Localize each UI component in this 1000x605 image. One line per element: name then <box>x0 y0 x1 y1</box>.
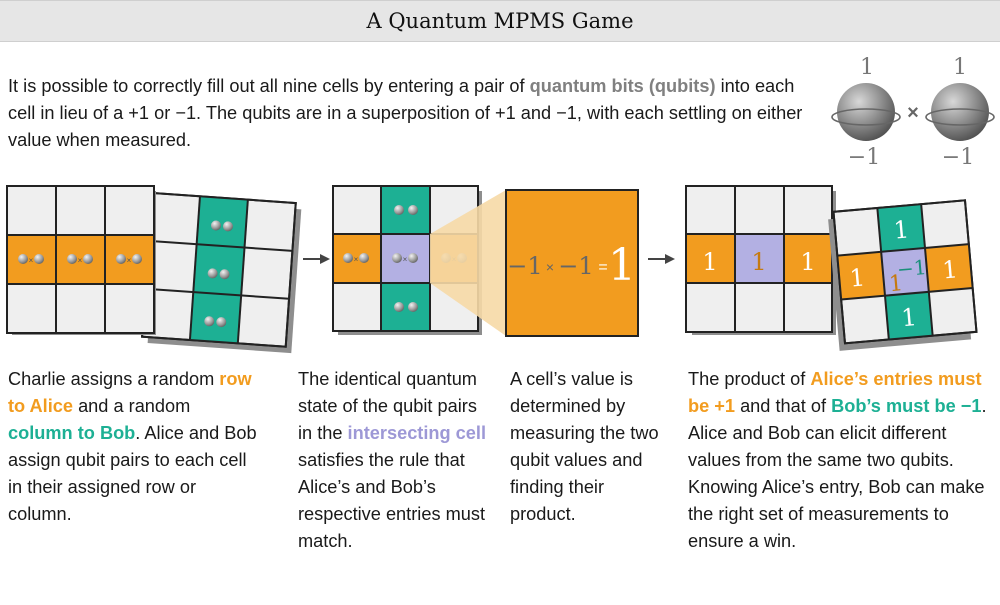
caption-text: The identical quantum state of the qubit… <box>298 369 477 443</box>
arrow-icon <box>648 254 675 264</box>
legend-top-value-right: 1 <box>953 55 967 80</box>
legend-operator: × <box>907 102 919 124</box>
panel-1-bob-grid <box>140 191 302 354</box>
legend-bottom-value-left: −1 <box>848 145 880 170</box>
qubit-pair-icon <box>394 205 418 215</box>
bob-highlight: column to Bob <box>8 423 136 443</box>
caption-text: . Alice and Bob can elicit different val… <box>688 396 987 551</box>
qubit-pair-icon: × <box>67 254 93 265</box>
legend-bottom-value-right: −1 <box>942 145 974 170</box>
intro-text-part: It is possible to correctly fill out all… <box>8 76 530 96</box>
alice-value-3: 1 <box>800 248 815 276</box>
intersection-highlight: intersecting cell <box>347 423 487 443</box>
svg-text:×: × <box>127 256 132 265</box>
caption-text: Charlie assigns a random <box>8 369 220 389</box>
equation-result: 1 <box>608 240 636 291</box>
svg-text:×: × <box>29 256 34 265</box>
caption-text: . Alice and Bob assign qubit pairs to ea… <box>8 423 257 524</box>
panel-3-cell-zoom: −1 × −1 = 1 <box>505 189 639 337</box>
qubit-pair-icon <box>207 268 230 280</box>
intro-text: It is possible to correctly fill out all… <box>8 73 818 154</box>
alice-tilted-value-2: 1 <box>888 271 904 297</box>
equation-operand-a: −1 <box>507 252 542 280</box>
caption-step-4: The product of Alice’s entries must be +… <box>688 366 996 555</box>
qubit-legend: 1 1 × −1 −1 <box>831 55 995 170</box>
equation-times: × <box>546 259 554 275</box>
qubit-pair-icon <box>204 316 227 328</box>
legend-top-value-left: 1 <box>860 55 874 80</box>
bob-highlight: Bob’s must be −1 <box>831 396 982 416</box>
qubit-sphere-icon <box>831 83 901 141</box>
alice-tilted-value-3: 1 <box>941 255 959 284</box>
bob-value-2: −1 <box>896 255 927 281</box>
panel-4-bob-values-grid: 1 −1 1 1 1 1 <box>828 199 978 351</box>
caption-text: and that of <box>735 396 832 416</box>
caption-text: A cell’s value is determined by measurin… <box>510 369 659 524</box>
zoom-wedge <box>430 190 506 336</box>
qubit-pair-icon: × <box>343 253 369 264</box>
caption-step-2: The identical quantum state of the qubit… <box>298 366 493 555</box>
qubit-pair-icon: × <box>18 254 44 265</box>
caption-step-1: Charlie assigns a random row to Alice an… <box>8 366 258 528</box>
alice-value-2: 1 <box>751 248 766 276</box>
alice-tilted-value-1: 1 <box>849 263 867 292</box>
bob-value-3: 1 <box>900 303 918 332</box>
alice-highlight: row to Alice <box>8 369 252 416</box>
qubit-pair-icon <box>394 302 418 312</box>
intro-text-part: into each cell in lieu of a +1 or −1. Th… <box>8 76 803 150</box>
panel-1-alice-grid: × × × <box>6 185 156 335</box>
title-bar: A Quantum MPMS Game <box>0 0 1000 42</box>
bob-value-1: 1 <box>893 215 911 244</box>
page-title: A Quantum MPMS Game <box>366 9 634 33</box>
qubit-pair-icon: × <box>392 253 418 264</box>
qubit-sphere-icon <box>925 83 995 141</box>
equation-operand-b: −1 <box>558 252 593 280</box>
qubits-highlight: quantum bits (qubits) <box>529 76 716 96</box>
caption-text: satisfies the rule that Alice’s and Bob’… <box>298 450 485 551</box>
svg-text:×: × <box>354 255 359 264</box>
panel-4-alice-values-grid: 1 1 1 <box>685 185 836 335</box>
alice-highlight: Alice’s entries must be +1 <box>688 369 982 416</box>
caption-text: and a random <box>73 396 191 416</box>
qubit-pair-icon: × <box>116 254 142 265</box>
caption-step-3: A cell’s value is determined by measurin… <box>510 366 670 528</box>
qubit-pair-icon <box>210 220 233 232</box>
svg-text:×: × <box>403 255 408 264</box>
alice-value-1: 1 <box>702 248 717 276</box>
svg-text:×: × <box>78 256 83 265</box>
arrow-icon <box>303 254 330 264</box>
caption-text: The product of <box>688 369 811 389</box>
equation-equals: = <box>598 259 607 276</box>
